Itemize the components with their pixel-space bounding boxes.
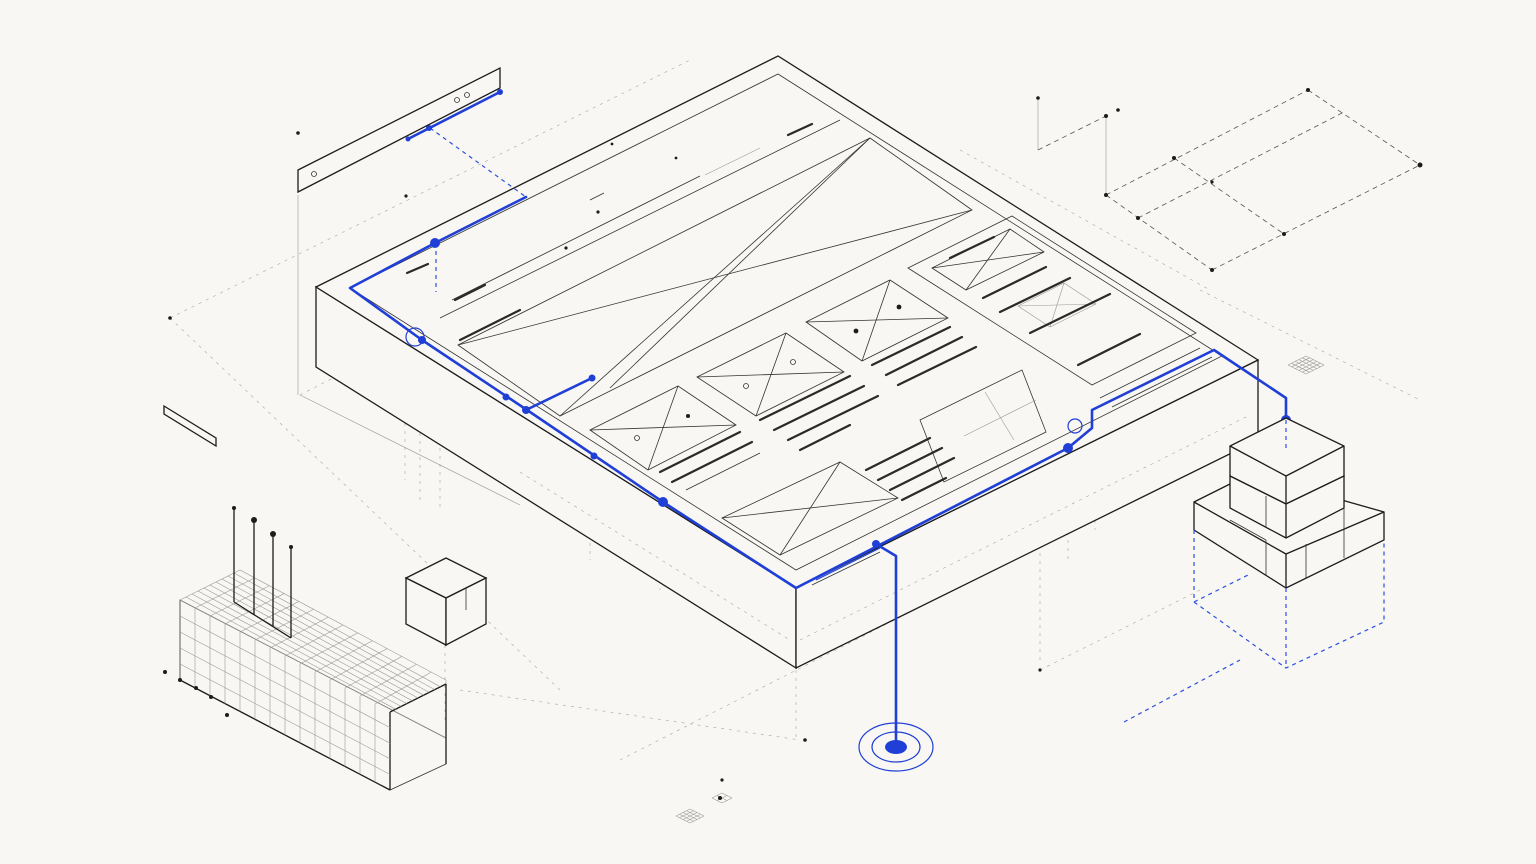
left-floating-bar [163, 404, 217, 448]
dot-row [163, 670, 229, 717]
tile-line [689, 808, 705, 817]
grid-line [191, 593, 402, 707]
blue-signal-path [348, 89, 1291, 772]
floating-browser-bar [168, 66, 501, 320]
tile-line [1287, 355, 1307, 366]
tile-line [1302, 362, 1321, 373]
tile-line [721, 797, 733, 804]
tile-line [1295, 359, 1314, 369]
grid-line [194, 577, 255, 609]
grid-line [179, 631, 391, 744]
grid-line [179, 647, 391, 760]
grid-line [374, 671, 432, 705]
grid-pins [232, 506, 293, 639]
stacked-cubes-icon [1123, 417, 1385, 723]
right-panel [907, 215, 1213, 408]
small-grid-tiles [675, 355, 1325, 824]
grid-line [359, 664, 417, 697]
grid-line [179, 615, 391, 728]
lower-content-band [721, 369, 1047, 586]
card-text-lines [658, 325, 978, 491]
grid-line [209, 585, 270, 617]
tile-line [1287, 364, 1307, 375]
tile-line [689, 815, 705, 824]
grid-line [221, 578, 430, 693]
grid-block [163, 506, 447, 791]
grid-line [254, 609, 314, 641]
main-wireframe-slab [314, 55, 1260, 670]
tile-line [686, 813, 701, 822]
grid-line [197, 590, 407, 704]
header-text-lines [405, 119, 841, 342]
grid-line [269, 616, 329, 649]
grid-line [329, 648, 388, 681]
tile-line [682, 812, 698, 820]
tile-line [1302, 357, 1321, 368]
grid-line [233, 572, 441, 688]
grid-line [215, 581, 424, 696]
grid-line [344, 656, 403, 689]
isometric-cube-icon [404, 557, 488, 647]
signal-target-icon [858, 722, 934, 772]
grid-line [203, 587, 413, 702]
tile-line [1291, 357, 1310, 368]
misc-dots [404, 142, 1042, 800]
tile-line [1305, 364, 1325, 375]
tile-line [721, 792, 733, 799]
hero-image-placeholder [457, 137, 973, 417]
grid-line [227, 575, 435, 690]
grid-line [299, 632, 358, 665]
tile-line [686, 810, 701, 819]
dashed-plane [1036, 88, 1423, 272]
grid-lines [179, 572, 441, 783]
tile-line [1298, 359, 1317, 369]
tile-line [1295, 361, 1314, 371]
grid-line [209, 584, 419, 699]
grid-line [179, 663, 391, 775]
tile-line [1298, 361, 1317, 371]
grid-line [314, 640, 373, 673]
tile-line [1291, 362, 1310, 373]
card-row-1 [589, 279, 949, 471]
grid-line [284, 624, 344, 657]
grid-line [239, 601, 299, 633]
tile-line [1305, 355, 1325, 366]
